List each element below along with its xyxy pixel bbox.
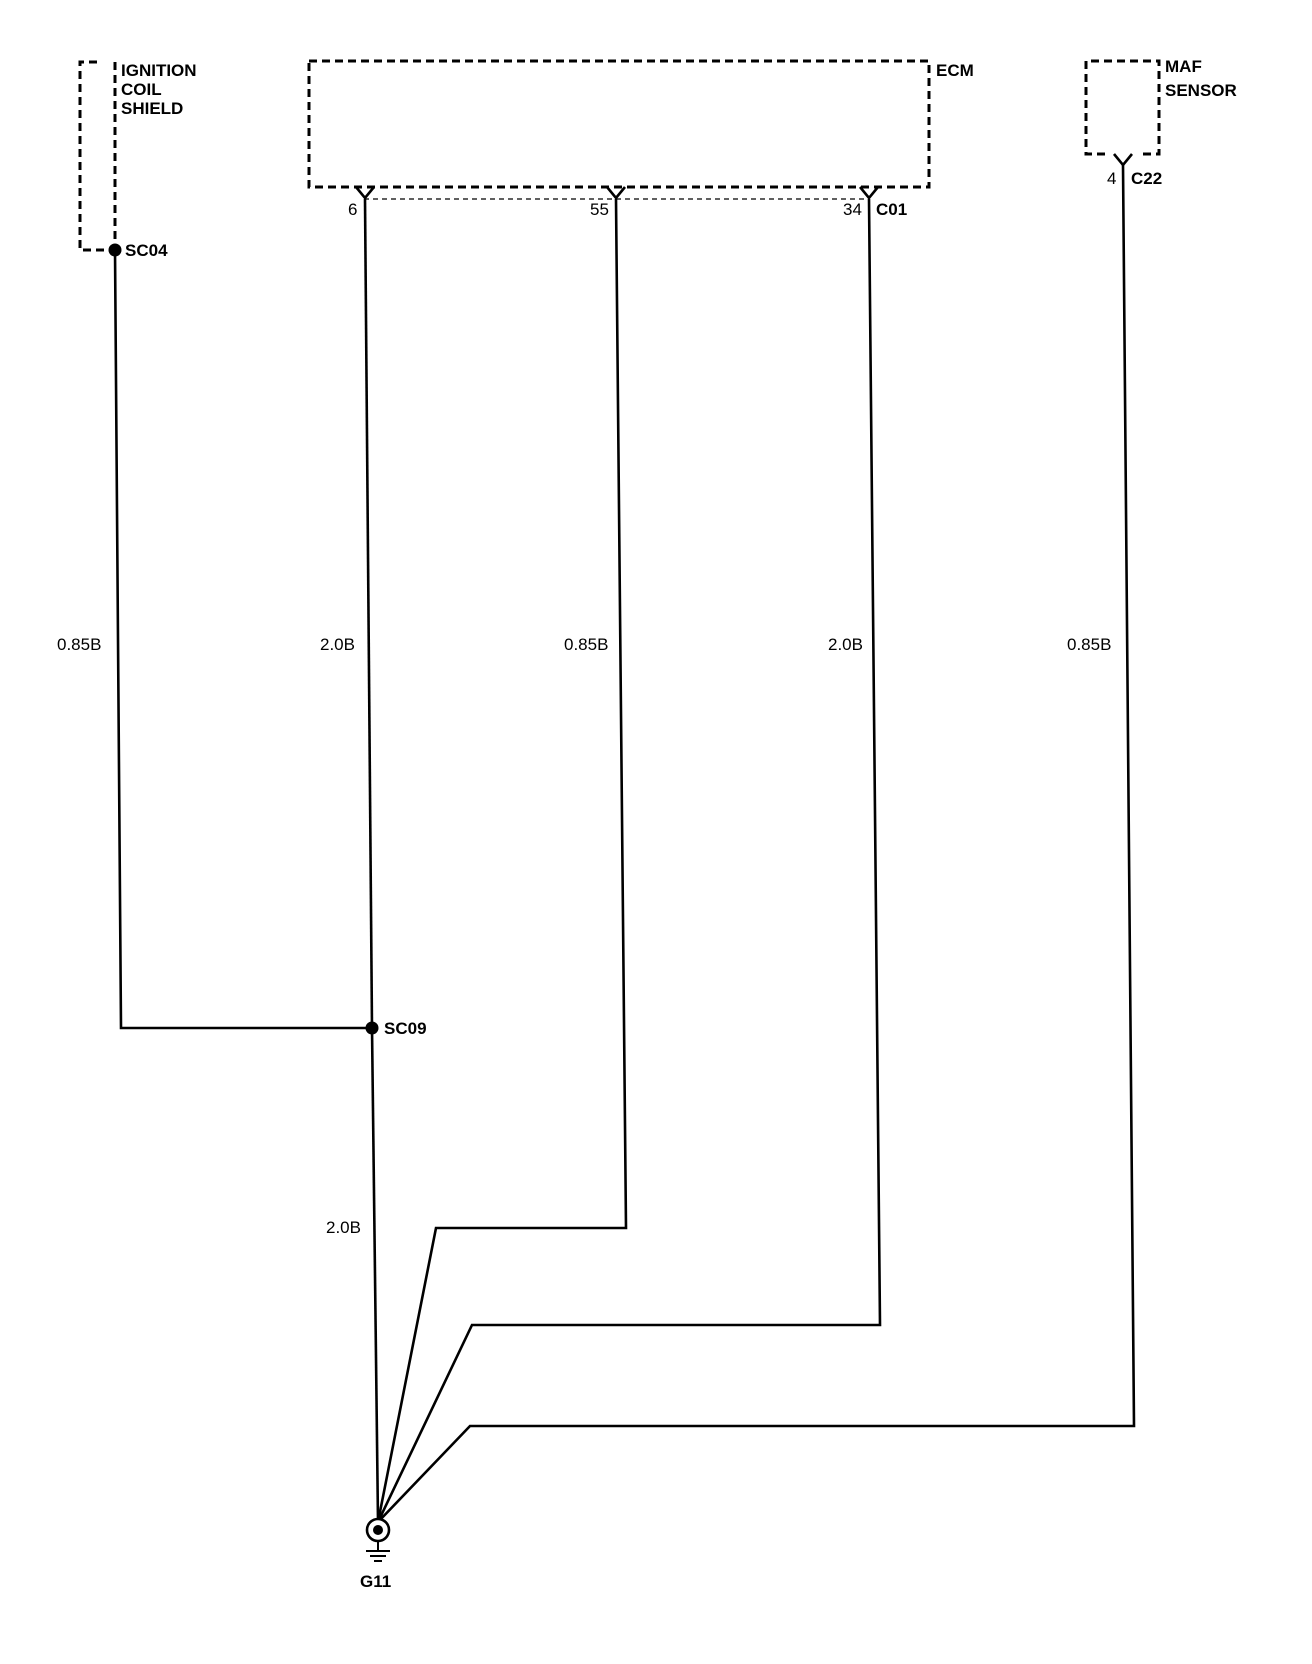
ground-center: [373, 1525, 383, 1535]
ignition-coil-shield-label-line2: COIL: [121, 80, 162, 99]
maf-sensor-component: MAF SENSOR 4 C22: [1084, 57, 1237, 188]
ecm-pin-55-terminal: [605, 186, 627, 201]
maf-pin-4-wire: [377, 164, 1136, 1523]
ecm-pin-34-terminal: [858, 186, 880, 201]
splice-to-ground-wire: [370, 1027, 380, 1523]
shield-wire-label: 0.85B: [57, 635, 101, 654]
ecm-pin-55-wire-label: 0.85B: [564, 635, 608, 654]
ecm-pin-6-label: 6: [348, 200, 357, 219]
ecm-pin-6-wire-label: 2.0B: [320, 635, 355, 654]
ecm-pin-34-wire-label: 2.0B: [828, 635, 863, 654]
maf-sensor-outline: [1084, 59, 1161, 156]
ecm-connector-label: C01: [876, 200, 907, 219]
ecm-outline: [307, 59, 931, 189]
ignition-coil-shield-outline: [78, 60, 117, 252]
ecm-pin-6-terminal: [354, 186, 376, 201]
ecm-pin-55-label: 55: [590, 200, 609, 219]
maf-wire-label: 0.85B: [1067, 635, 1111, 654]
ecm-pin-34-wire: [376, 198, 882, 1523]
wire-labels: 0.85B 2.0B 0.85B 2.0B 0.85B 2.0B: [57, 635, 1111, 1237]
splice-sc04-label: SC04: [125, 241, 168, 260]
ignition-coil-shield-label-line3: SHIELD: [121, 99, 183, 118]
maf-pin-4-label: 4: [1107, 169, 1116, 188]
ground-g11: G11: [360, 1517, 391, 1591]
ecm-component: ECM 6 55 34 C01: [307, 59, 974, 219]
ignition-coil-shield-label-line1: IGNITION: [121, 61, 197, 80]
splice-sc09-label: SC09: [384, 1019, 427, 1038]
splices: SC04 SC09: [108, 241, 427, 1038]
shield-wire: [113, 249, 372, 1030]
ground-symbol-icon: [366, 1541, 390, 1562]
splice-ground-wire-label: 2.0B: [326, 1218, 361, 1237]
ground-label: G11: [360, 1572, 391, 1591]
ignition-coil-shield-component: IGNITION COIL SHIELD: [78, 60, 197, 252]
maf-sensor-label-line2: SENSOR: [1165, 81, 1237, 100]
splice-sc04-dot: [108, 243, 122, 257]
ecm-pin-6-wire: [363, 198, 374, 1029]
maf-connector-label: C22: [1131, 169, 1162, 188]
ecm-pin-55-wire: [376, 198, 628, 1523]
splice-sc09-dot: [365, 1021, 379, 1035]
wires: [113, 164, 1136, 1523]
maf-pin-4-terminal: [1112, 153, 1134, 168]
ecm-pin-34-label: 34: [843, 200, 862, 219]
maf-sensor-label-line1: MAF: [1165, 57, 1202, 76]
ecm-label: ECM: [936, 61, 974, 80]
